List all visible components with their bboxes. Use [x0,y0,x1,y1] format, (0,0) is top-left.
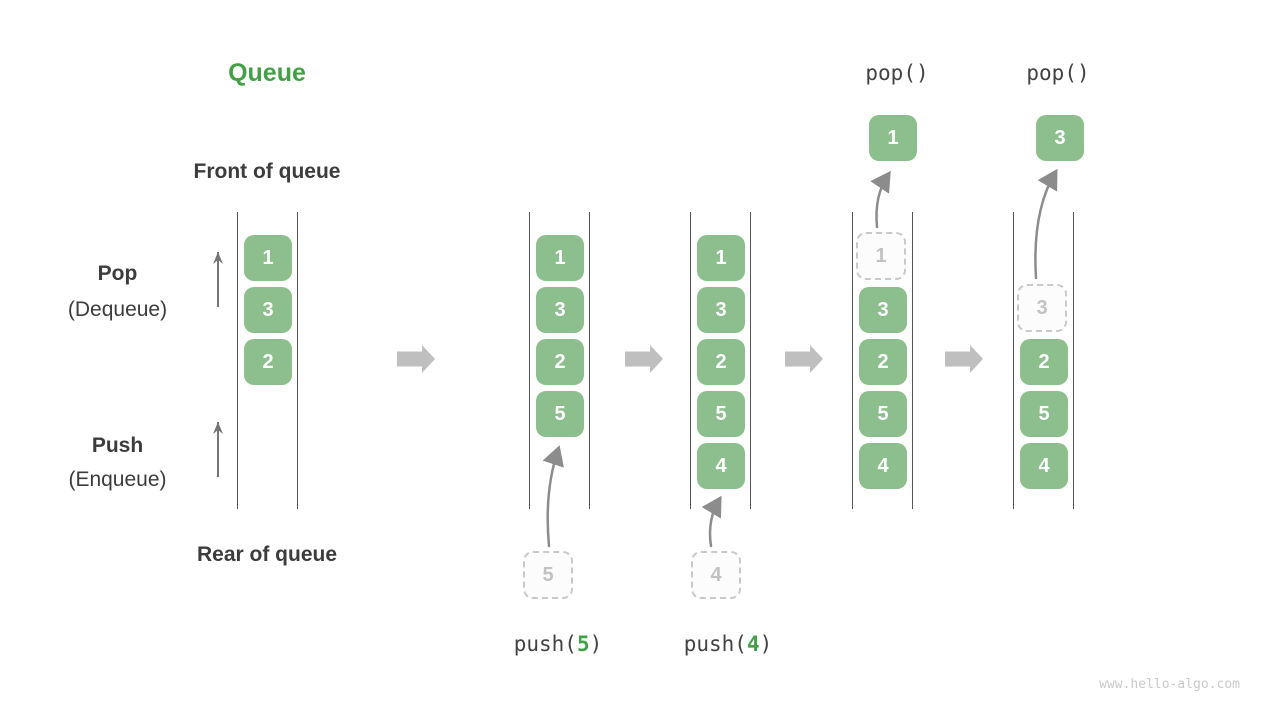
queue-cell: 2 [859,339,907,385]
stage-arrow-4 [945,345,983,373]
pop-label: Pop [97,262,138,285]
removed-slot-1: 1 [856,232,906,280]
dequeue-label: (Dequeue) [67,298,168,321]
queue-cell: 4 [859,443,907,489]
queue-cell: 3 [244,287,292,333]
queue-cell: 4 [1020,443,1068,489]
popped-element-3: 3 [1036,115,1084,161]
push-fn-text: push( [683,632,747,656]
push-fn-text: push( [513,632,577,656]
pop-direction-arrowhead [213,252,223,264]
push-direction-arrowhead [213,422,223,434]
queue-cell: 5 [859,391,907,437]
stage-arrow-1 [397,345,435,373]
diagram-title: Queue [228,59,306,87]
queue-cell: 1 [697,235,745,281]
queue-cell: 5 [697,391,745,437]
queue-column-4 [852,212,913,509]
queue-cell: 5 [536,391,584,437]
removed-slot-3: 3 [1017,284,1067,332]
pop-call-label-2: pop() [1026,61,1090,85]
queue-cell: 1 [536,235,584,281]
queue-cell: 3 [697,287,745,333]
queue-cell: 1 [244,235,292,281]
queue-cell: 5 [1020,391,1068,437]
queue-cell: 2 [697,339,745,385]
enqueue-label: (Enqueue) [68,468,167,491]
push-label: Push [91,434,144,457]
queue-cell: 4 [697,443,745,489]
rear-of-queue-label: Rear of queue [196,543,338,566]
queue-column-5 [1013,212,1074,509]
queue-cell: 2 [244,339,292,385]
popped-element-1: 1 [869,115,917,161]
push-arg-text: 5 [576,632,590,656]
queue-cell: 2 [536,339,584,385]
incoming-element-5: 5 [523,551,573,599]
stage-arrow-2 [625,345,663,373]
push-close-text: ) [759,632,773,656]
incoming-element-4: 4 [691,551,741,599]
queue-column-2 [529,212,590,509]
push-arg-text: 4 [746,632,760,656]
queue-column-1 [237,212,298,509]
stage-arrow-3 [785,345,823,373]
queue-cell: 2 [1020,339,1068,385]
push-close-text: ) [589,632,603,656]
queue-cell: 3 [536,287,584,333]
push-call-label-5: push(5) [498,632,618,656]
push-call-label-4: push(4) [668,632,788,656]
front-of-queue-label: Front of queue [193,160,341,183]
queue-column-3 [690,212,751,509]
queue-cell: 3 [859,287,907,333]
watermark: www.hello-algo.com [1099,677,1240,692]
pop-call-label-1: pop() [865,61,929,85]
